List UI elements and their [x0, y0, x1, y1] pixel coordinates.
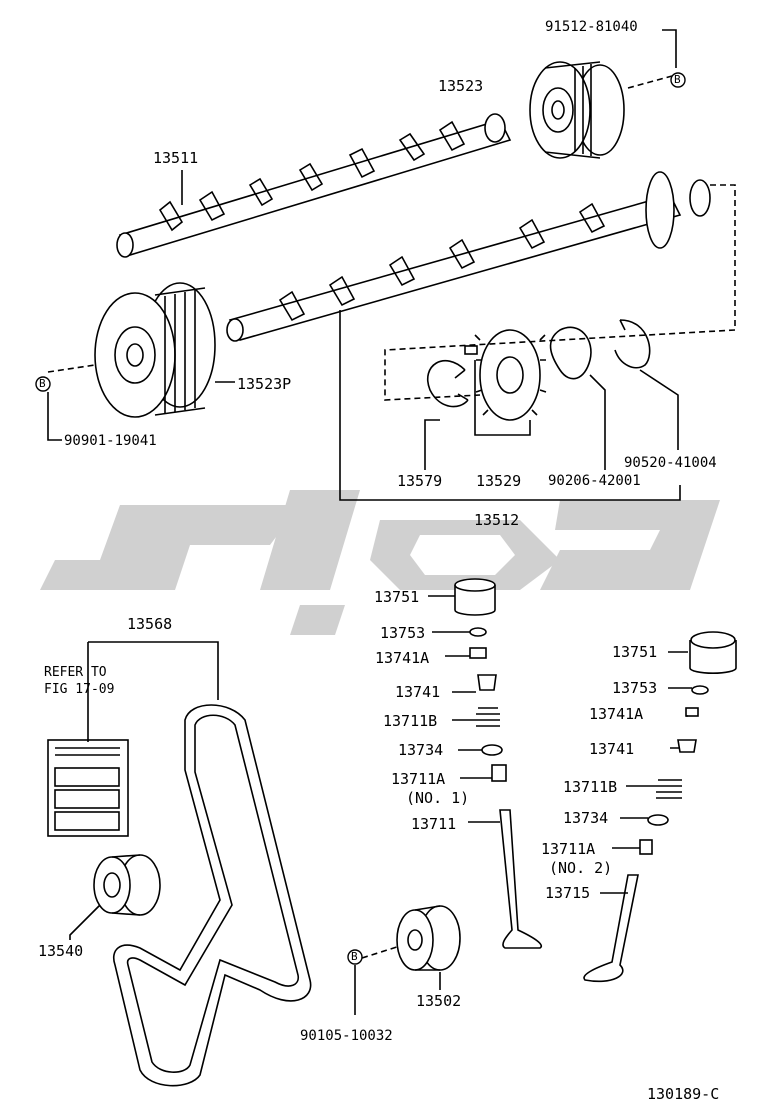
- label-13711: 13711: [411, 815, 457, 833]
- camshaft-13512: [226, 171, 711, 342]
- callout-marker-b-1: B: [674, 73, 681, 86]
- valve-train-2: [583, 631, 737, 983]
- watermark-logo: [40, 490, 720, 635]
- label-13568: 13568: [127, 615, 173, 633]
- label-13741-a: 13741: [395, 683, 441, 701]
- label-no-2: (NO. 2): [549, 859, 613, 877]
- tensioner-pulley: [396, 905, 461, 971]
- label-refer-line1: REFER TO: [44, 665, 107, 680]
- label-13753-a: 13753: [380, 624, 426, 642]
- label-13512: 13512: [474, 511, 520, 529]
- line-art: [47, 29, 737, 1087]
- label-13502: 13502: [416, 992, 462, 1010]
- label-13529: 13529: [476, 472, 522, 490]
- camshaft-13511: [116, 113, 512, 258]
- label-13753-b: 13753: [612, 679, 658, 697]
- label-13711B-a: 13711B: [383, 712, 438, 730]
- callout-marker-b-2: B: [39, 377, 46, 390]
- label-13734-a: 13734: [398, 741, 444, 759]
- label-13711A-b: 13711A: [541, 840, 596, 858]
- label-91512-81040: 91512-81040: [545, 19, 638, 35]
- label-13734-b: 13734: [563, 809, 609, 827]
- label-13715: 13715: [545, 884, 591, 902]
- label-13711A-a: 13711A: [391, 770, 446, 788]
- reference-box: [47, 739, 129, 837]
- timing-belt: [113, 704, 312, 1087]
- label-13511: 13511: [153, 149, 199, 167]
- valve-train-1: [454, 578, 542, 949]
- label-13711B-b: 13711B: [563, 778, 618, 796]
- label-13523P: 13523P: [237, 375, 292, 393]
- label-90520-41004: 90520-41004: [624, 455, 717, 471]
- label-13751-a: 13751: [374, 588, 420, 606]
- cam-timing-pulley-rh: [529, 61, 625, 159]
- callout-marker-b-3: B: [351, 950, 358, 963]
- sub-gear: [474, 329, 547, 421]
- label-13741A-a: 13741A: [375, 649, 430, 667]
- label-90901-19041: 90901-19041: [64, 433, 157, 449]
- label-13540: 13540: [38, 942, 84, 960]
- cam-timing-pulley-lh: [94, 282, 216, 418]
- label-13579: 13579: [397, 472, 443, 490]
- callout-markers: [35, 72, 686, 965]
- label-13741A-b: 13741A: [589, 705, 644, 723]
- label-refer-line2: FIG 17-09: [44, 682, 115, 697]
- label-13523: 13523: [438, 77, 484, 95]
- label-90206-42001: 90206-42001: [548, 473, 641, 489]
- label-no-1: (NO. 1): [406, 789, 470, 807]
- idler-pulley: [93, 854, 161, 916]
- label-13741-b: 13741: [589, 740, 635, 758]
- figure-code: 130189-C: [647, 1085, 720, 1103]
- label-90105-10032: 90105-10032: [300, 1028, 393, 1044]
- label-13751-b: 13751: [612, 643, 658, 661]
